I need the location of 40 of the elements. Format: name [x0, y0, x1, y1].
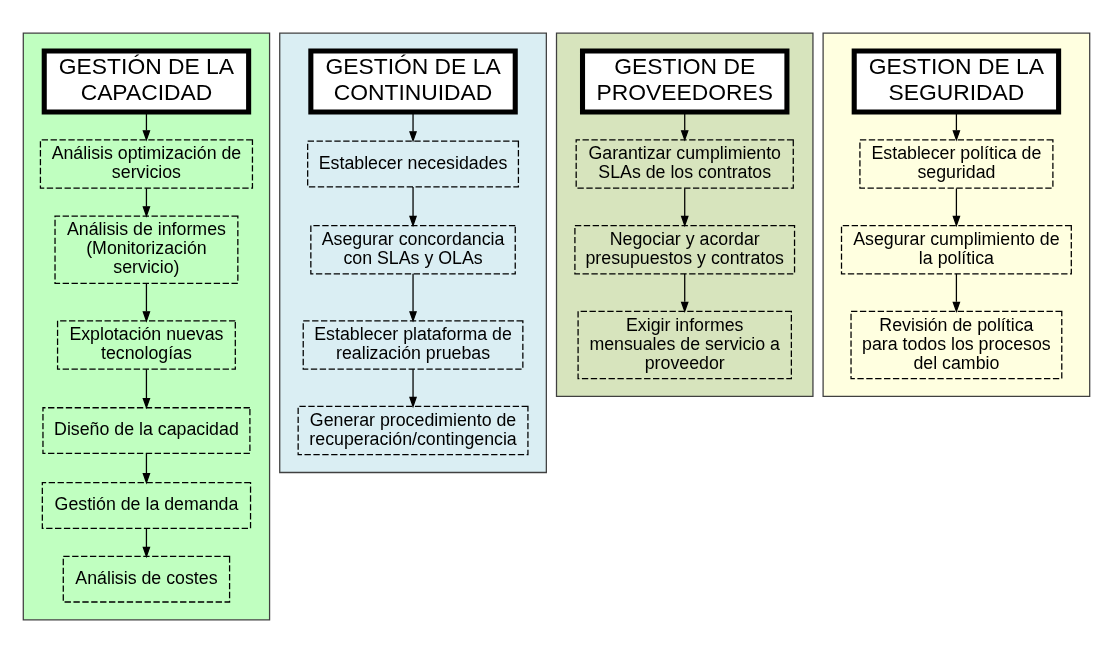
arrow — [142, 187, 151, 218]
node-box: GESTIÓN DE LA CAPACIDAD — [41, 48, 252, 115]
node-box: Asegurar concordancia con SLAs y OLAs — [310, 224, 516, 275]
arrow — [409, 186, 418, 228]
arrow — [952, 273, 961, 314]
node-box: Asegurar cumplimiento de la política — [840, 224, 1072, 275]
arrow — [409, 111, 418, 143]
node-box: Análisis de costes — [62, 555, 231, 603]
arrow — [680, 187, 689, 228]
node-box: Revisión de política para todos los procesos del cambio — [850, 310, 1063, 380]
cluster — [822, 32, 1091, 397]
arrow — [952, 111, 961, 142]
node-box: Establecer política de seguridad — [859, 139, 1054, 189]
arrow — [142, 282, 151, 323]
cluster — [279, 32, 547, 474]
node-box: Exigir informes mensuales de servicio a proveedor — [577, 310, 792, 380]
arrow — [142, 111, 151, 142]
arrow — [142, 368, 151, 410]
node-box: Establecer plataforma de realización pruebas — [302, 320, 524, 370]
cluster — [22, 32, 271, 621]
node-box: Generar procedimiento de recuperación/contingencia — [297, 405, 529, 456]
node-box: Garantizar cumplimiento SLAs de los contratos — [575, 139, 794, 189]
arrow — [680, 273, 689, 314]
node-box: Gestión de la demanda — [41, 482, 252, 529]
node-box: Negociar y acordar presupuestos y contratos — [574, 224, 796, 275]
arrow — [952, 187, 961, 228]
arrow — [409, 368, 418, 409]
node-box: GESTION DE PROVEEDORES — [580, 48, 790, 115]
node-box: Explotación nuevas tecnologías — [56, 320, 236, 370]
arrow — [680, 111, 689, 142]
node-box: Establecer necesidades — [307, 140, 520, 188]
node-box: Análisis de informes (Monitorización servicio) — [54, 215, 239, 284]
node-box: Diseño de la capacidad — [42, 407, 251, 455]
node-box: GESTION DE LA SEGURIDAD — [851, 48, 1062, 115]
cluster — [555, 32, 814, 397]
node-box: GESTIÓN DE LA CONTINUIDAD — [308, 48, 518, 115]
arrow — [409, 273, 418, 323]
arrow — [142, 527, 151, 559]
arrow — [142, 452, 151, 485]
node-box: Análisis optimización de servicios — [39, 139, 254, 189]
